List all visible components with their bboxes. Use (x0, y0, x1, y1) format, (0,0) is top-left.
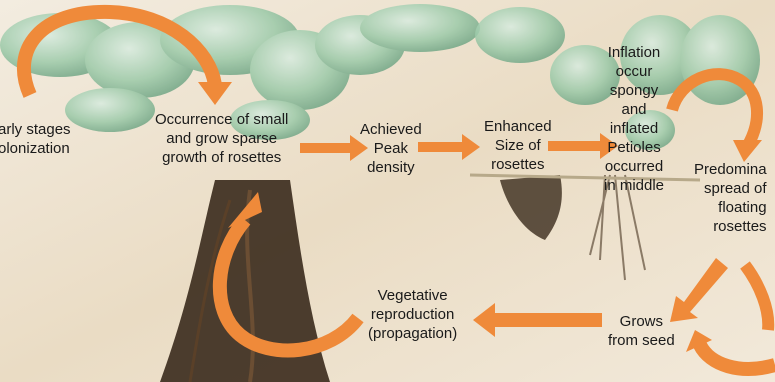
label-line: Inflation (604, 43, 664, 62)
label-line: Enhanced (484, 117, 552, 136)
label-line: Predomina (694, 160, 767, 179)
label-line: and grow sparse (155, 129, 288, 148)
label-line: floating (694, 198, 767, 217)
label-peak-density: Achieved Peak density (360, 120, 422, 177)
label-line: reproduction (368, 305, 457, 324)
label-vegetative: Vegetative reproduction (propagation) (368, 286, 457, 343)
label-line: occurred (604, 157, 664, 176)
label-line: rosettes (484, 155, 552, 174)
label-line: rosettes (694, 217, 767, 236)
label-line: (propagation) (368, 324, 457, 343)
label-line: olonization (0, 139, 71, 158)
label-occurrence: Occurrence of small and grow sparse grow… (155, 110, 288, 167)
label-line: Petioles (604, 138, 664, 157)
label-line: occur (604, 62, 664, 81)
label-line: from seed (608, 331, 675, 350)
label-line: in middle (604, 176, 664, 195)
label-line: growth of rosettes (155, 148, 288, 167)
label-line: inflated (604, 119, 664, 138)
label-predominant: Predomina spread of floating rosettes (694, 160, 767, 236)
label-inflation: Inflation occur spongy and inflated Peti… (604, 43, 664, 195)
label-line: arly stages (0, 120, 71, 139)
label-line: Vegetative (368, 286, 457, 305)
label-line: spongy (604, 81, 664, 100)
label-early-stages: arly stages olonization (0, 120, 71, 158)
label-line: Size of (484, 136, 552, 155)
label-grows-from-seed: Grows from seed (608, 312, 675, 350)
label-line: and (604, 100, 664, 119)
label-line: Grows (608, 312, 675, 331)
label-enhanced-size: Enhanced Size of rosettes (484, 117, 552, 174)
label-line: spread of (694, 179, 767, 198)
label-line: Peak (360, 139, 422, 158)
label-line: density (360, 158, 422, 177)
label-line: Occurrence of small (155, 110, 288, 129)
label-line: Achieved (360, 120, 422, 139)
